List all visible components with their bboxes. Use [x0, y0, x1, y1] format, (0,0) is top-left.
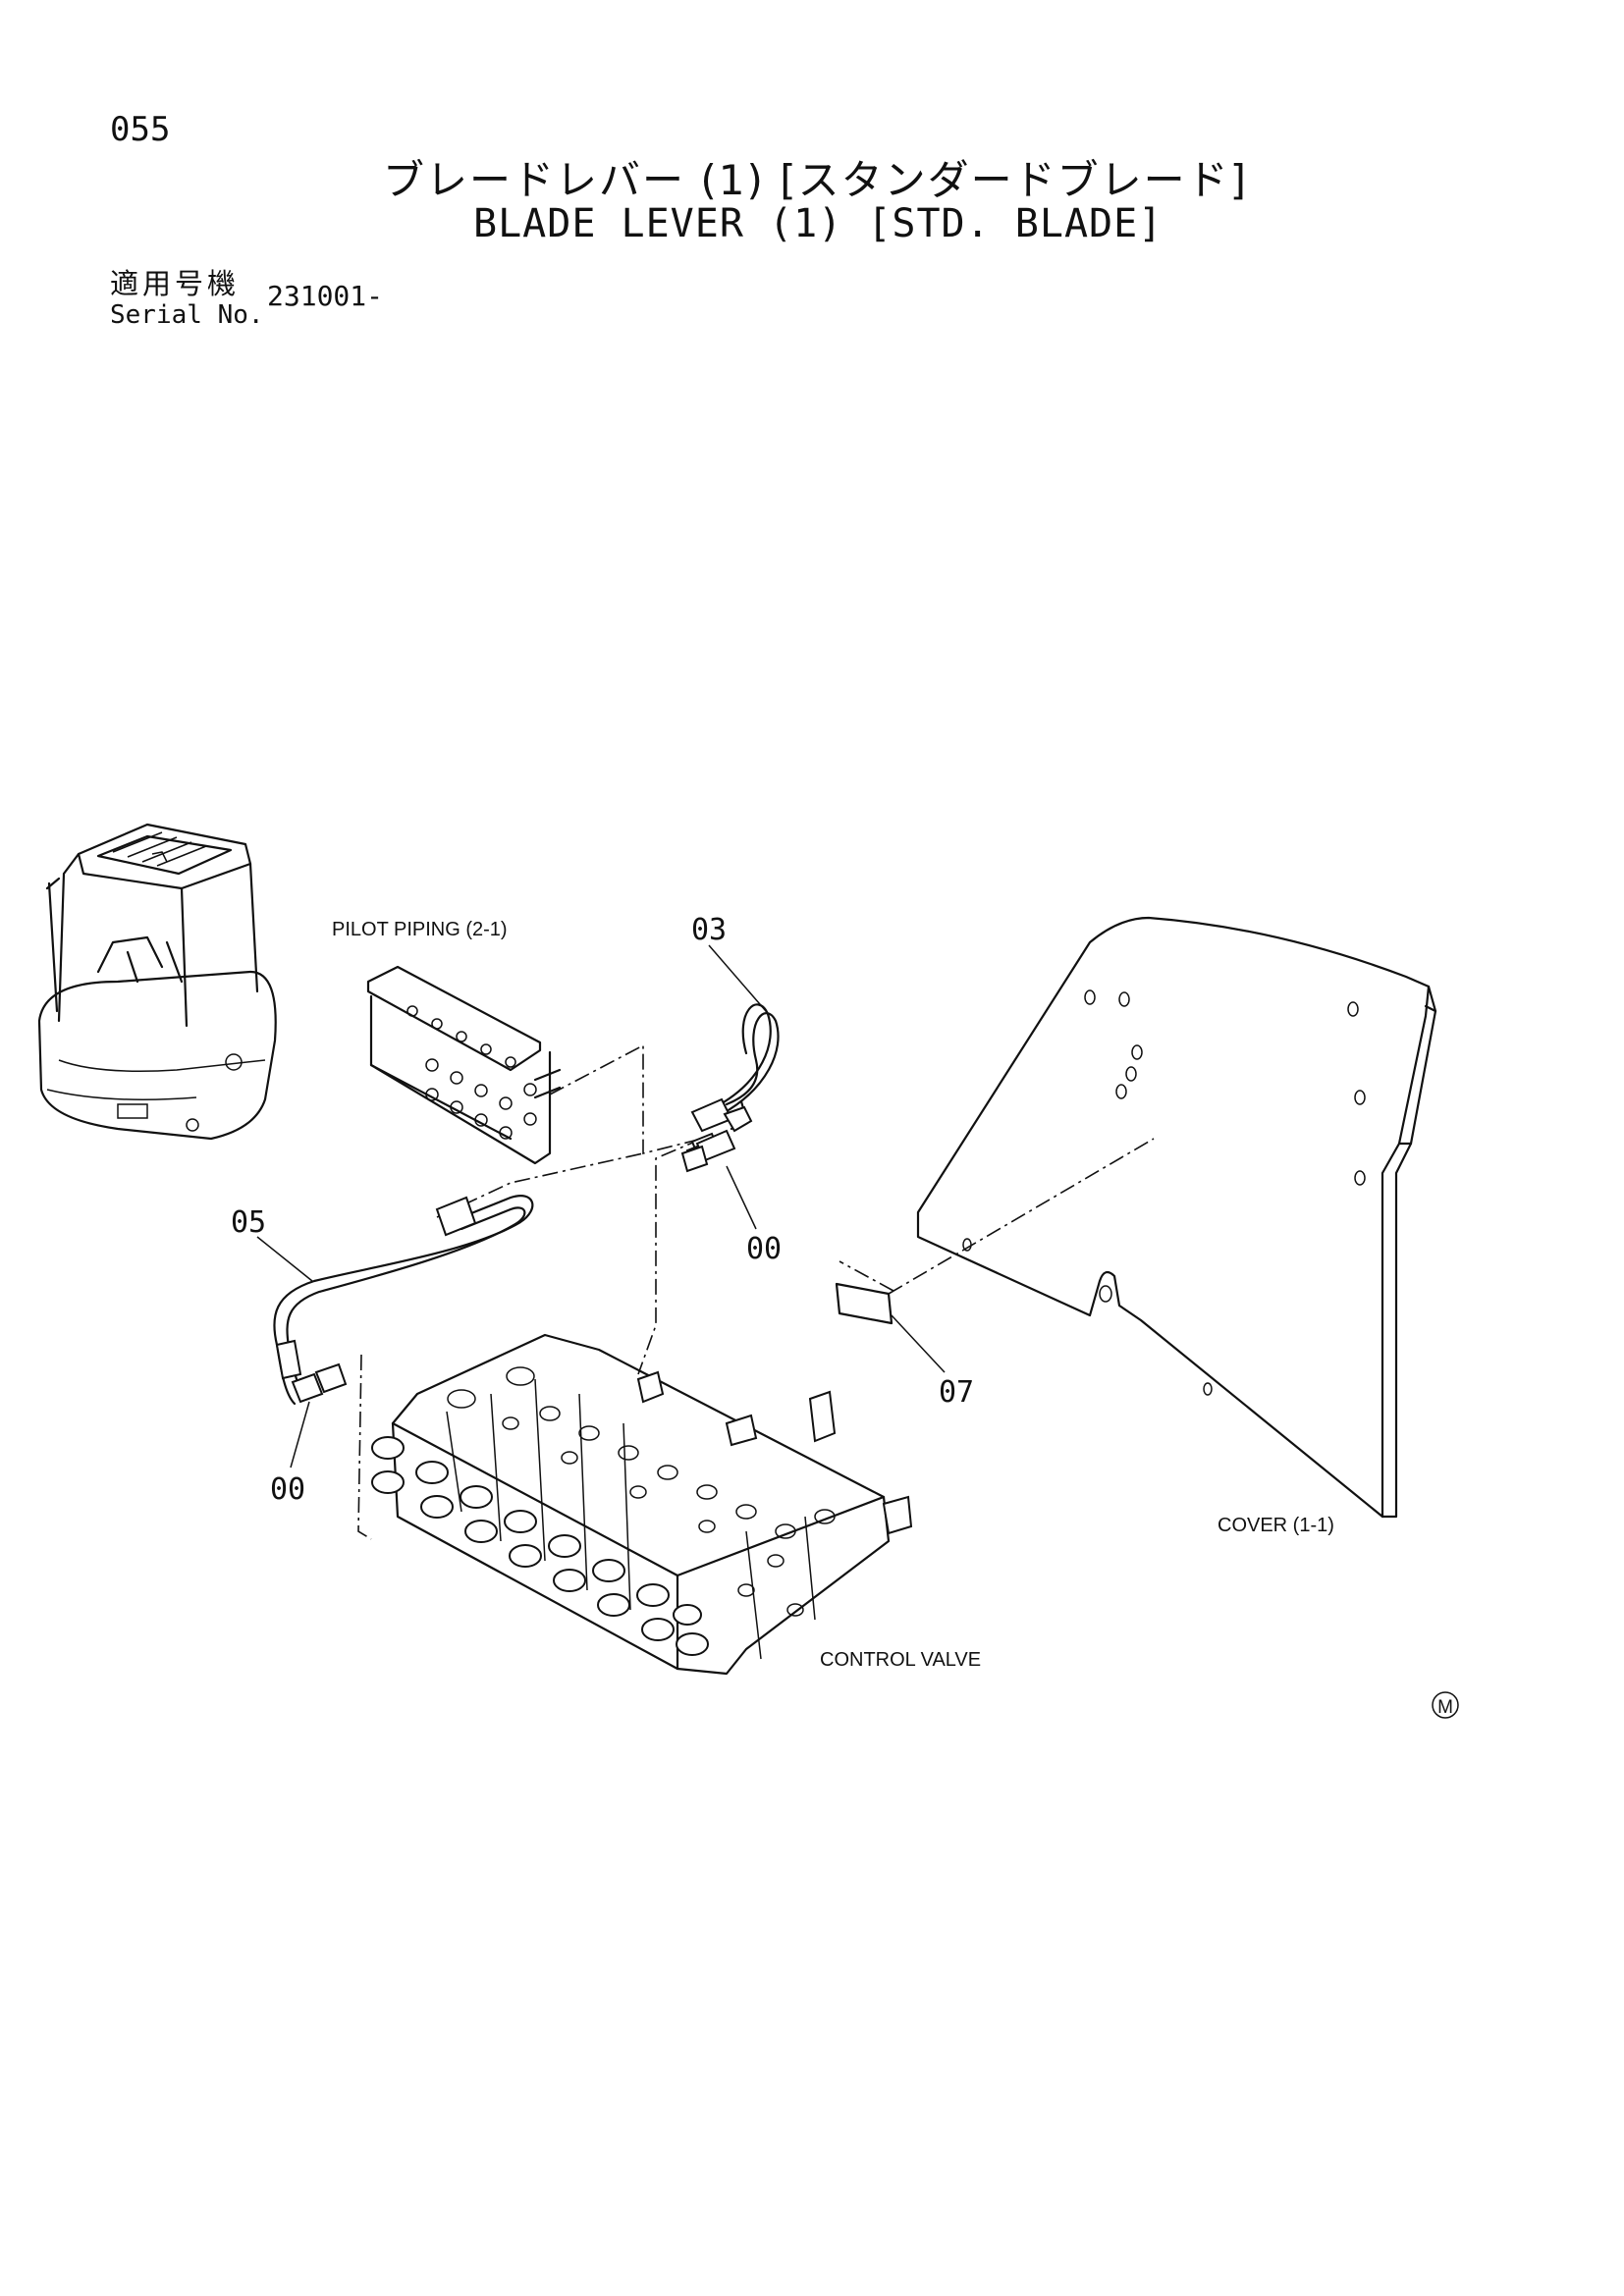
page-title-english: BLADE LEVER (1) [STD. BLADE]: [473, 201, 1164, 246]
callout-03: 03: [691, 913, 727, 947]
pilot-piping-bracket-illustration: [366, 965, 562, 1165]
serial-number-value: 231001-: [267, 280, 384, 312]
hose-05-illustration: [273, 1195, 534, 1406]
serial-label-english: Serial No.: [110, 300, 264, 330]
circled-m-mark: M: [1432, 1691, 1459, 1719]
callout-05: 05: [231, 1205, 266, 1240]
serial-label-japanese: 適用号機: [110, 267, 241, 300]
page-title-japanese: ブレードレバー (1) [スタンダードブレード]: [383, 156, 1248, 204]
assembly-leader-lines: [357, 1043, 1155, 1540]
page-number: 055: [110, 110, 171, 149]
callout-00-lower: 00: [270, 1472, 305, 1507]
callout-00-upper: 00: [746, 1232, 782, 1266]
excavator-thumbnail-illustration: [37, 823, 277, 1141]
control-valve-label: CONTROL VALVE: [820, 1649, 981, 1671]
cover-panel-illustration: [916, 916, 1437, 1519]
callout-07: 07: [939, 1375, 974, 1410]
label-plate-07-illustration: [835, 1282, 893, 1325]
mark-letter: M: [1437, 1697, 1453, 1718]
callout-leader-lines: [256, 944, 946, 1468]
cover-label: COVER (1-1): [1218, 1515, 1334, 1536]
fitting-00-center-illustration: [680, 1129, 736, 1173]
control-valve-illustration: [371, 1333, 913, 1676]
pilot-piping-label: PILOT PIPING (2-1): [332, 919, 508, 940]
